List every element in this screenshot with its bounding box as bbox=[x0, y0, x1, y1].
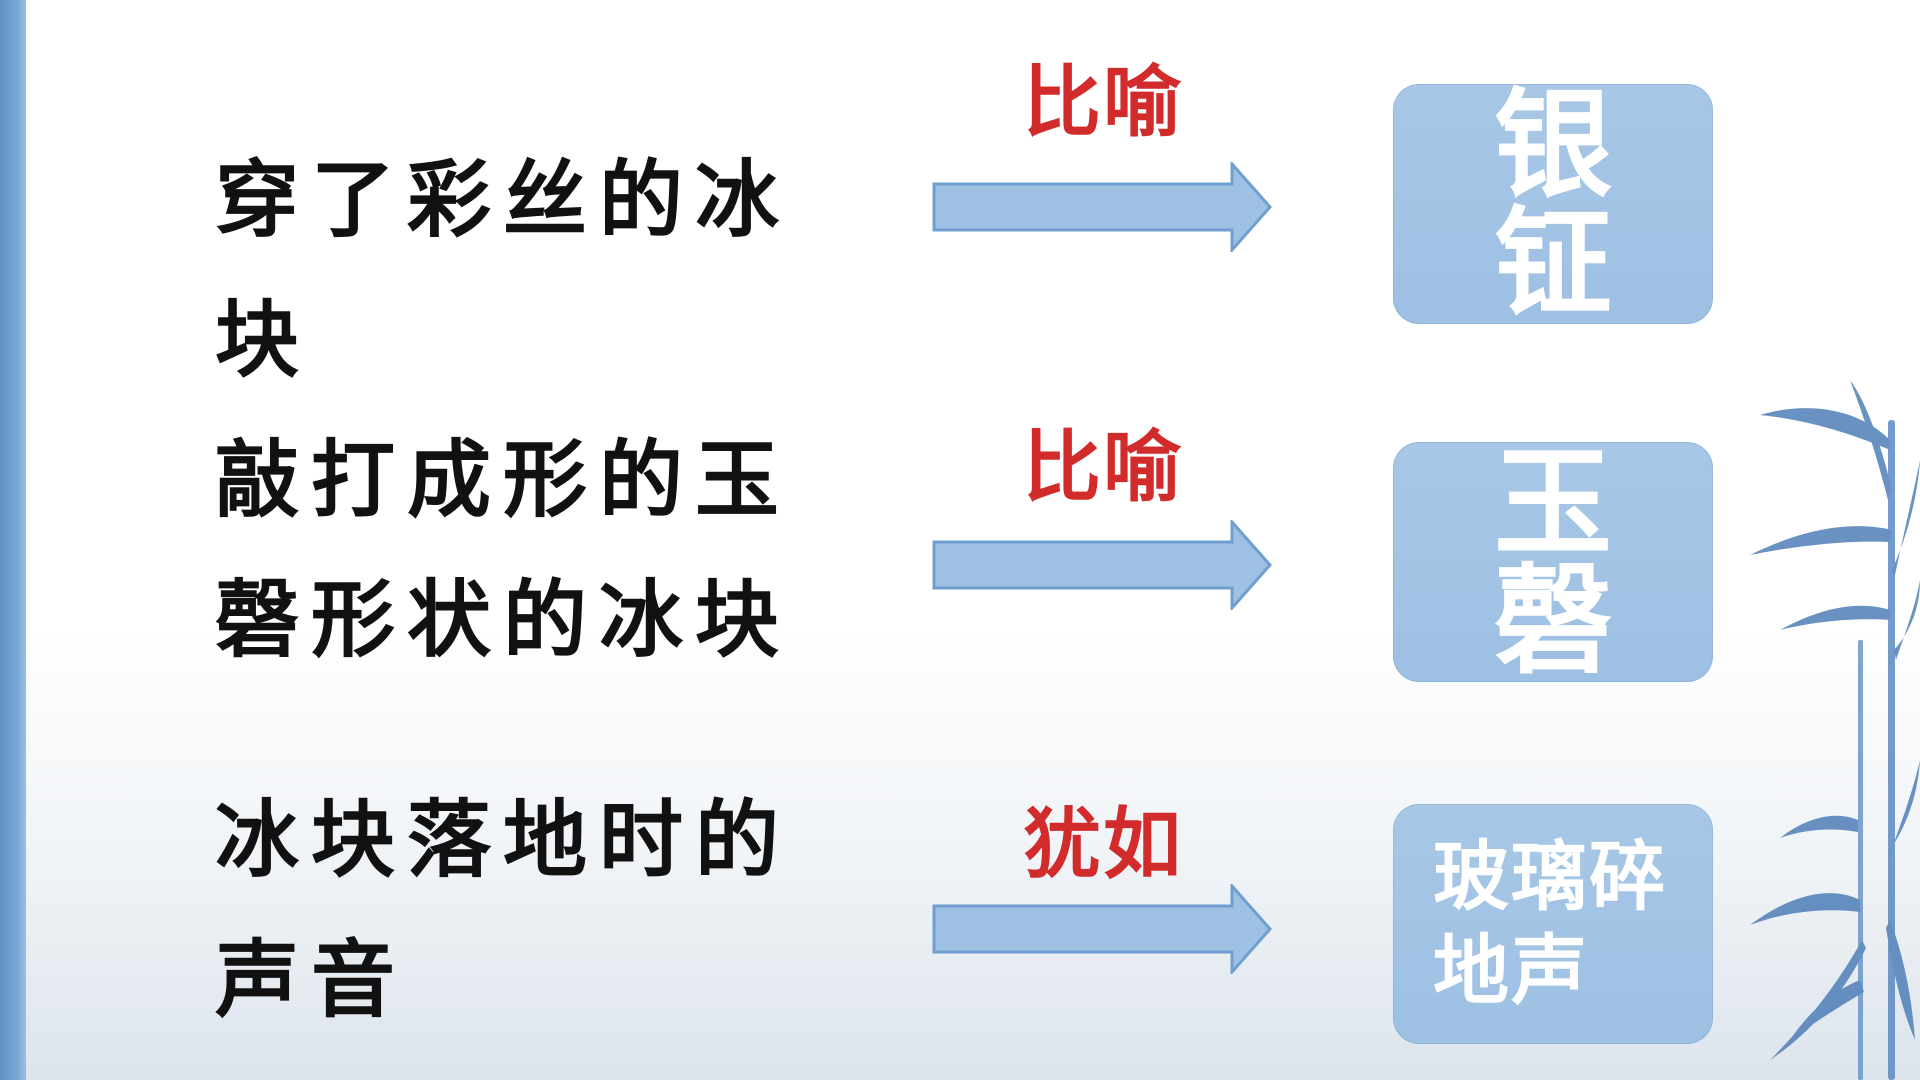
comparison-row-1: 穿了彩丝的冰块 比喻 银 钲 bbox=[0, 0, 1920, 389]
bamboo-leaves-icon bbox=[1750, 380, 1920, 1080]
comparison-row-2: 敲打成形的玉磬形状的冰块 比喻 玉 磬 bbox=[0, 360, 1920, 720]
phrase-text-3: 冰块落地时的声音 bbox=[215, 790, 792, 1029]
answer-text-1: 银 钲 bbox=[1493, 76, 1640, 332]
phrase-text-2: 敲打成形的玉磬形状的冰块 bbox=[215, 430, 792, 669]
answer-box-1: 银 钲 bbox=[1393, 84, 1713, 324]
right-arrow-icon bbox=[932, 162, 1272, 252]
right-arrow-icon bbox=[932, 884, 1272, 974]
figure-label-1: 比喻 bbox=[1022, 58, 1183, 148]
answer-text-3: 玻璃碎地声 bbox=[1433, 832, 1667, 1015]
left-accent-bar bbox=[0, 0, 26, 1080]
figure-label-2: 比喻 bbox=[1022, 423, 1183, 513]
figure-label-3: 犹如 bbox=[1022, 800, 1183, 890]
right-arrow-icon bbox=[932, 520, 1272, 610]
phrase-text-1: 穿了彩丝的冰块 bbox=[215, 150, 792, 389]
answer-box-2: 玉 磬 bbox=[1393, 442, 1713, 682]
answer-box-3: 玻璃碎地声 bbox=[1393, 804, 1713, 1044]
answer-text-2: 玉 磬 bbox=[1493, 434, 1640, 690]
comparison-row-3: 冰块落地时的声音 犹如 玻璃碎地声 bbox=[0, 720, 1920, 1080]
